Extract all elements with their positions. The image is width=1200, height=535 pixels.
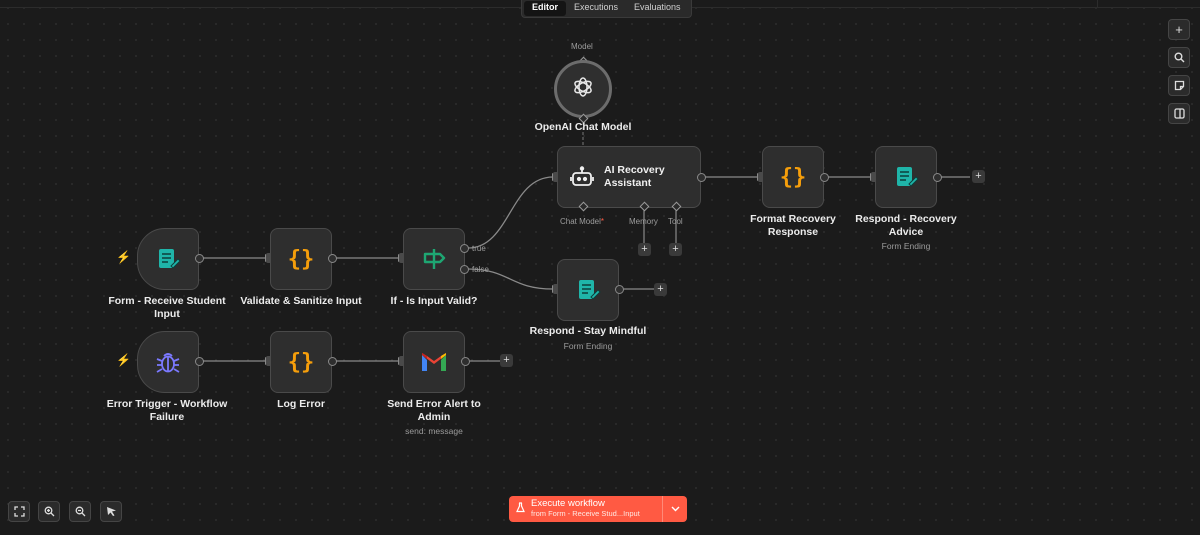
- node-label: Validate & Sanitize Input: [240, 295, 362, 307]
- output-port[interactable]: [615, 285, 624, 294]
- add-node-button[interactable]: +: [500, 354, 513, 367]
- node-label: Format Recovery Response: [750, 213, 836, 238]
- node-label: Respond - Stay Mindful: [529, 325, 647, 337]
- openai-icon: [571, 75, 595, 104]
- node-label: AI Recovery Assistant: [604, 164, 665, 189]
- node-label: Respond - Recovery Advice: [855, 213, 957, 238]
- code-braces-icon: {}: [287, 246, 315, 272]
- output-port-false[interactable]: [460, 265, 469, 274]
- tab-executions[interactable]: Executions: [574, 2, 619, 12]
- tab-editor[interactable]: Editor: [524, 1, 566, 16]
- panel-icon[interactable]: [1168, 103, 1190, 124]
- chat-model-label: Chat Model*: [560, 217, 605, 226]
- model-port-label: Model: [571, 42, 593, 51]
- execute-workflow-button[interactable]: Execute workflow from Form - Receive Stu…: [509, 496, 687, 522]
- node-format-response[interactable]: {}: [762, 146, 824, 208]
- node-label: Send Error Alert to Admin: [387, 398, 481, 423]
- connection-if-true: [467, 176, 554, 249]
- output-port[interactable]: [820, 173, 829, 182]
- node-ai-recovery-assistant[interactable]: AI Recovery Assistant: [557, 146, 701, 208]
- node-error-trigger[interactable]: [137, 331, 199, 393]
- node-sublabel: Form Ending: [563, 341, 613, 351]
- zoom-in-icon[interactable]: [38, 501, 60, 522]
- trigger-lightning-icon: ⚡: [116, 250, 131, 264]
- zoom-out-icon[interactable]: [69, 501, 91, 522]
- code-braces-icon: {}: [779, 164, 807, 190]
- tab-evaluations[interactable]: Evaluations: [634, 2, 681, 12]
- trigger-lightning-icon: ⚡: [116, 353, 131, 367]
- node-label: Form - Receive Student Input: [108, 295, 226, 320]
- robot-icon: [570, 166, 594, 188]
- tidy-up-icon[interactable]: [100, 501, 122, 522]
- form-icon: [575, 277, 601, 303]
- bug-icon: [155, 349, 181, 375]
- add-memory-button[interactable]: +: [638, 243, 651, 256]
- node-respond-advice[interactable]: [875, 146, 937, 208]
- output-port-true[interactable]: [460, 244, 469, 253]
- node-validate[interactable]: {}: [270, 228, 332, 290]
- branch-true-label: true: [472, 244, 486, 253]
- node-respond-mindful[interactable]: [557, 259, 619, 321]
- execute-subtitle: from Form - Receive Stud...Input: [531, 509, 640, 518]
- node-log-error[interactable]: {}: [270, 331, 332, 393]
- flask-icon: [516, 500, 525, 518]
- execute-workflow-main[interactable]: Execute workflow from Form - Receive Stu…: [509, 496, 662, 522]
- execute-title: Execute workflow: [531, 498, 605, 509]
- add-node-button[interactable]: +: [654, 283, 667, 296]
- node-openai-chat-model[interactable]: [554, 60, 612, 118]
- code-braces-icon: {}: [287, 349, 315, 375]
- memory-label: Memory: [629, 217, 658, 226]
- sticky-note-icon[interactable]: [1168, 75, 1190, 96]
- tool-label: Tool: [668, 217, 683, 226]
- output-port[interactable]: [195, 254, 204, 263]
- node-label: If - Is Input Valid?: [390, 295, 478, 307]
- output-port[interactable]: [461, 357, 470, 366]
- node-sublabel: send: message: [405, 426, 463, 436]
- node-label: Error Trigger - Workflow Failure: [106, 398, 228, 423]
- add-tool-button[interactable]: +: [669, 243, 682, 256]
- chevron-down-icon[interactable]: [662, 496, 687, 522]
- output-port[interactable]: [933, 173, 942, 182]
- zoom-in-icon[interactable]: +: [1168, 19, 1190, 40]
- form-icon: [155, 246, 181, 272]
- node-label: Log Error: [277, 398, 325, 410]
- form-icon: [893, 164, 919, 190]
- top-divider-right: [1097, 0, 1098, 7]
- output-port[interactable]: [328, 357, 337, 366]
- node-sublabel: Form Ending: [881, 241, 931, 251]
- node-label: OpenAI Chat Model: [534, 121, 632, 133]
- gmail-icon: [420, 351, 448, 373]
- add-node-button[interactable]: +: [972, 170, 985, 183]
- branch-false-label: false: [472, 265, 489, 274]
- node-if-valid[interactable]: [403, 228, 465, 290]
- fit-view-icon[interactable]: [8, 501, 30, 522]
- node-send-alert[interactable]: [403, 331, 465, 393]
- output-port[interactable]: [697, 173, 706, 182]
- signpost-icon: [421, 247, 447, 271]
- output-port[interactable]: [328, 254, 337, 263]
- node-form-receive[interactable]: [137, 228, 199, 290]
- view-tabs: Editor Executions Evaluations: [521, 0, 692, 18]
- connection-if-false: [467, 268, 554, 290]
- search-icon[interactable]: [1168, 47, 1190, 68]
- output-port[interactable]: [195, 357, 204, 366]
